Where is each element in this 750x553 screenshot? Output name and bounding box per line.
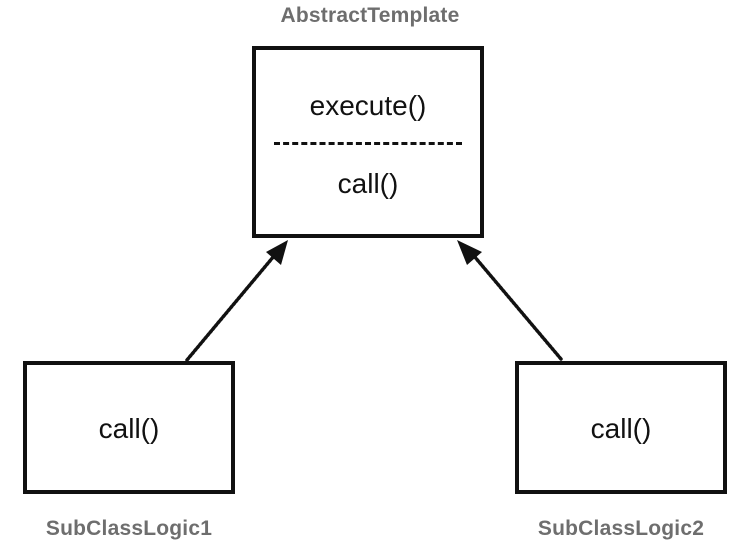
arrowhead-subclass1 [266,240,288,265]
subclass-logic1-box: call() [23,361,235,494]
arrow-subclass1-to-abstract [185,240,288,362]
arrow-line-subclass1 [185,254,276,362]
abstract-call-method-label: call() [337,168,399,199]
arrowhead-subclass2 [457,240,482,265]
subclass-logic2-title: SubClassLogic2 [537,517,705,540]
subclass-logic1-title: SubClassLogic1 [45,517,213,540]
execute-method-label: execute() [309,90,427,121]
arrow-subclass2-to-abstract [457,240,563,361]
method-divider [274,142,462,145]
subclass-logic2-call-label: call() [590,413,652,444]
abstract-template-box: execute() call() [252,46,484,238]
subclass-logic2-box: call() [515,361,727,494]
arrow-line-subclass2 [472,254,563,361]
abstract-template-title: AbstractTemplate [280,4,460,27]
subclass-logic1-call-label: call() [98,413,160,444]
